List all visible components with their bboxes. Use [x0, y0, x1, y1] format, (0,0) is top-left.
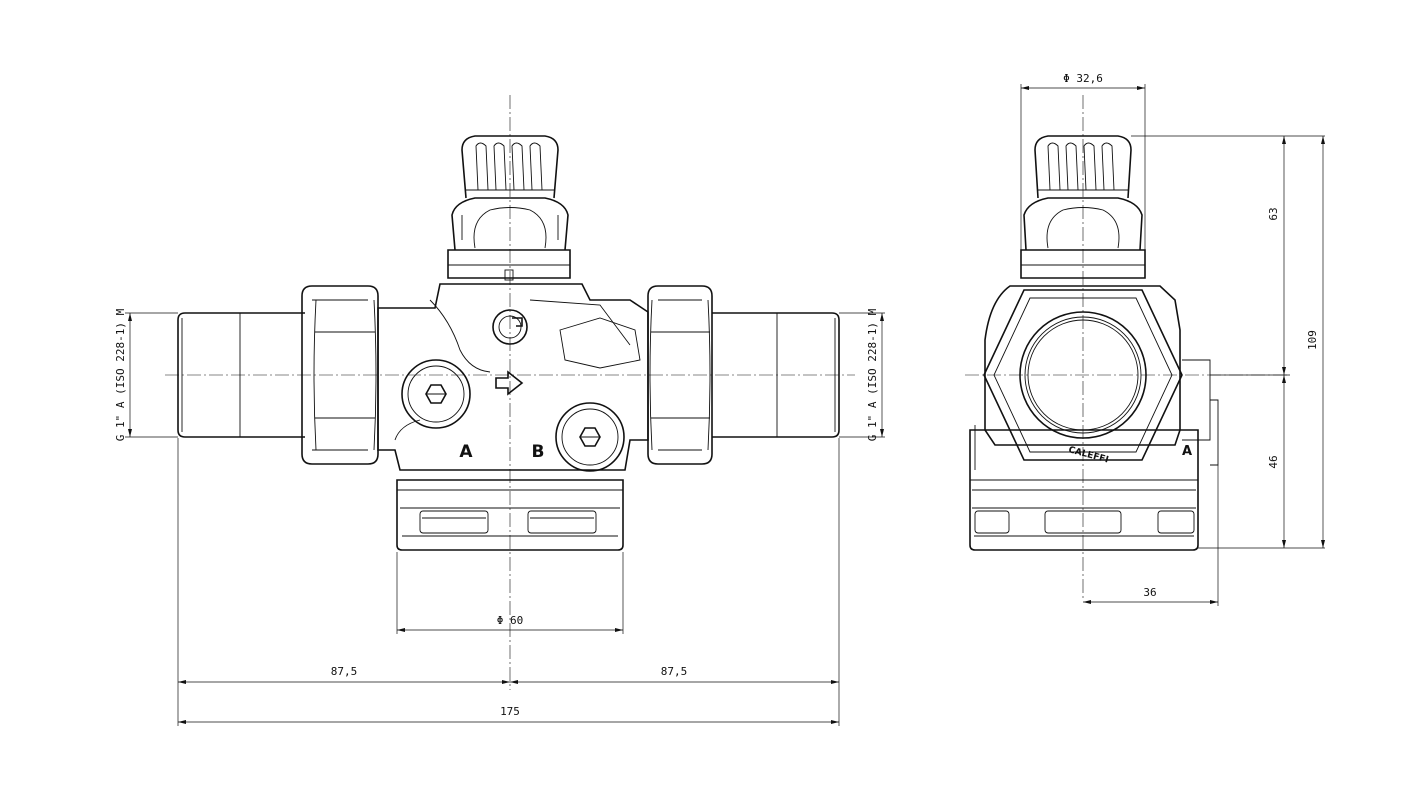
- dimension-body-diameter: Φ 60: [397, 614, 623, 632]
- dim-knob-diameter-text: Φ 32,6: [1063, 72, 1103, 85]
- thread-left-text: G 1" A (ISO 228-1) M: [114, 308, 127, 441]
- dim-total-length-text: 175: [500, 705, 520, 718]
- right-pipe-tail: [712, 312, 840, 438]
- dimension-lower-height: 46: [1267, 375, 1286, 548]
- flow-direction-arrow-icon: [495, 370, 524, 396]
- side-view: CALEFFI A Φ 32,6: [965, 72, 1325, 606]
- thread-right-text: G 1" A (ISO 228-1) M: [866, 308, 879, 441]
- side-bottom-cap: [969, 429, 1199, 551]
- right-union-nut: [647, 285, 713, 465]
- side-port-a-label: A: [1182, 444, 1192, 459]
- dimension-offset: 36: [1083, 586, 1218, 604]
- dim-half-right-text: 87,5: [661, 665, 688, 678]
- dimension-upper-height: 63: [1267, 136, 1286, 375]
- left-pipe-tail: [177, 312, 305, 438]
- brand-logo-icon: [492, 309, 528, 345]
- dim-upper-height-text: 63: [1267, 207, 1280, 220]
- port-b-label: B: [532, 442, 545, 462]
- port-b-plug: [555, 402, 625, 472]
- side-pipe-bore: [1019, 311, 1147, 439]
- dimension-knob-diameter: Φ 32,6: [1021, 72, 1145, 90]
- dim-total-height-text: 109: [1306, 330, 1319, 350]
- dimension-thread-left: G 1" A (ISO 228-1) M: [114, 308, 132, 441]
- side-brand-text: CALEFFI: [1067, 445, 1109, 465]
- dimension-total-height: 109: [1306, 136, 1325, 548]
- side-adjustment-knob: [1020, 135, 1146, 279]
- adjustment-knob: [447, 135, 571, 281]
- port-a-label: A: [459, 442, 473, 462]
- bottom-insulation-cap: [396, 479, 624, 551]
- dim-half-left-text: 87,5: [331, 665, 358, 678]
- dimension-total-length: 175: [178, 705, 839, 724]
- dim-body-diameter-text: Φ 60: [497, 614, 524, 627]
- dimension-thread-right: G 1" A (ISO 228-1) M: [866, 308, 884, 441]
- valve-body: [377, 283, 649, 471]
- dimension-half-lengths: 87,5 87,5: [178, 665, 839, 684]
- port-a-plug: [401, 359, 471, 429]
- side-valve-body: CALEFFI A: [974, 285, 1219, 470]
- front-view: A B Φ 60: [114, 95, 885, 726]
- side-union-hex-nut: [983, 289, 1183, 461]
- dim-lower-height-text: 46: [1267, 455, 1280, 468]
- dim-offset-text: 36: [1143, 586, 1156, 599]
- left-union-nut: [301, 285, 379, 465]
